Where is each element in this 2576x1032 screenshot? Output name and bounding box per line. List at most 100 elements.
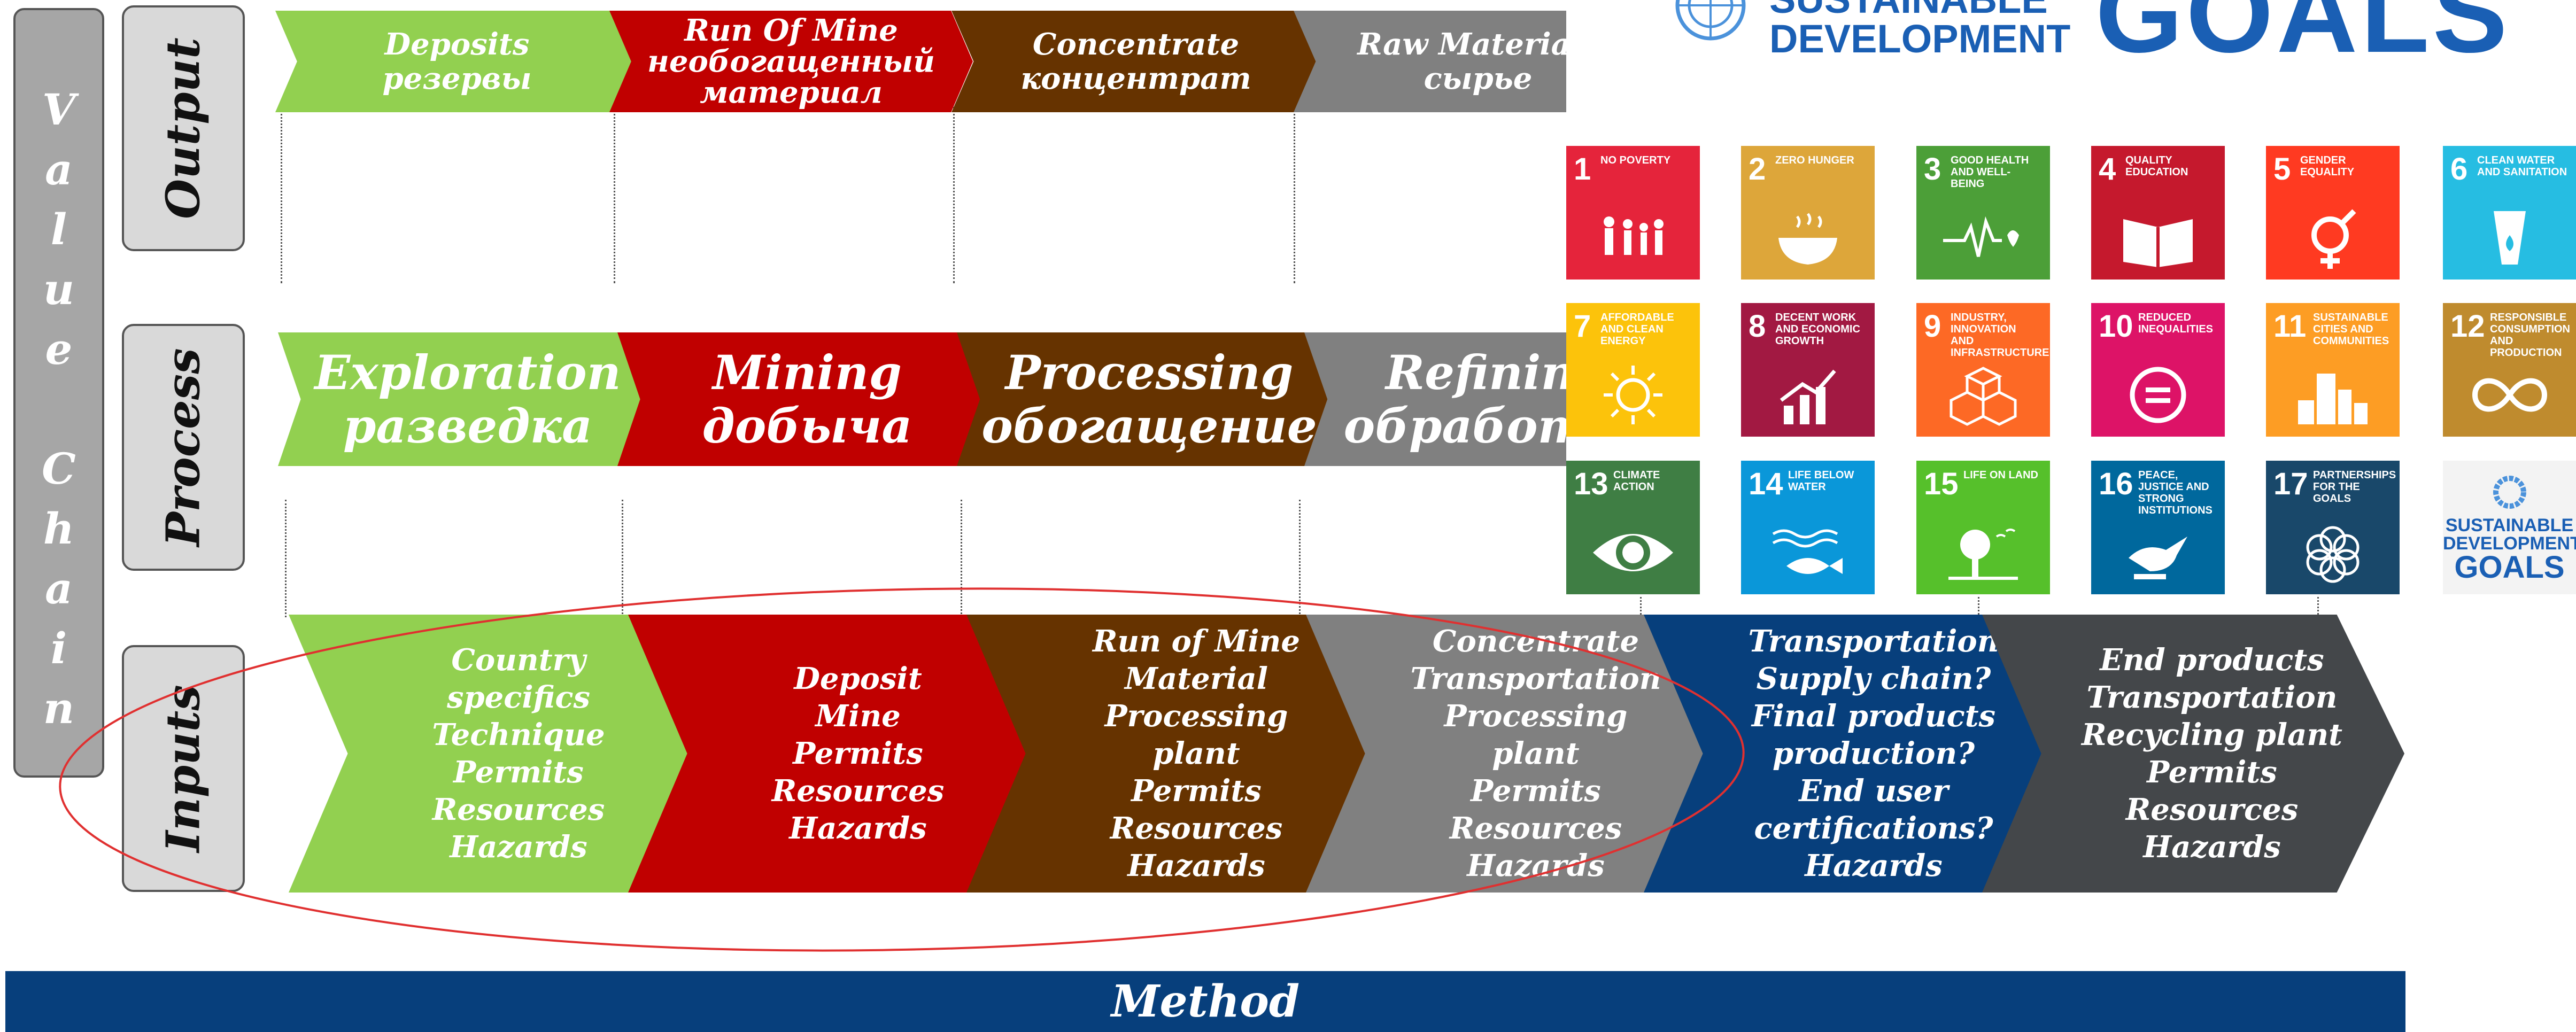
sdg-tile-13: 13Climate action — [1566, 461, 1700, 594]
sdg-wheel-icon — [2493, 476, 2526, 509]
sdg-tile-number: 3 — [1924, 152, 1941, 187]
sdg-tile-number: 2 — [1749, 152, 1766, 187]
sdg-tile-name: Decent work and economic growth — [1775, 312, 1860, 347]
method-label: Method — [1111, 976, 1300, 1027]
sdg-tile-14: 14Life below water — [1741, 461, 1875, 594]
connector-line — [953, 107, 955, 283]
sdg-tile-number: 8 — [1749, 309, 1766, 344]
value-chain-letter: e — [45, 324, 73, 374]
sdg-tile-name: Good health and well-being — [1951, 154, 2029, 190]
city-icon — [2298, 374, 2368, 424]
sdg-tile-name: Peace, justice and strong institutions — [2138, 469, 2213, 516]
connector-line — [1294, 107, 1295, 283]
bowl-icon — [1778, 213, 1837, 265]
sdg-tile-number: 5 — [2273, 152, 2291, 187]
sdg-header-line2: DEVELOPMENT — [1769, 17, 2071, 61]
sdg-tile-3: 3 Good health and well-being — [1916, 146, 2050, 280]
connector-line — [285, 500, 287, 617]
rings-icon — [2306, 526, 2360, 583]
sdg-tile-name: Zero hunger — [1775, 154, 1854, 166]
connector-line — [2317, 593, 2319, 615]
sun-icon — [1604, 366, 1662, 424]
output-chevron-text: Deposits резервы — [382, 27, 532, 96]
output-chevron-run-of-mine: Run Of Mine необогащенный материал — [609, 11, 973, 112]
sdg-header-line1: SUSTAINABLE — [1769, 0, 2069, 19]
sdg-tile-number: 4 — [2099, 152, 2116, 187]
sdg-tile-number: 13 — [1574, 467, 1608, 501]
eye-globe-icon — [1593, 534, 1673, 571]
growth-chart-icon — [1780, 369, 1836, 424]
value-chain-letter: C — [42, 444, 76, 494]
process-chevron-processing: Processing обогащение — [957, 332, 1342, 466]
sdg-tile-name: Responsible consumption and production — [2490, 312, 2570, 359]
sdg-header-text: SUSTAINABLE DEVELOPMENT — [1769, 0, 2071, 61]
process-chevron-text: Processing обогащение — [981, 345, 1317, 454]
tree-icon — [1948, 529, 2018, 580]
value-chain-letter: h — [43, 503, 75, 554]
process-chevron-exploration: Exploration разведка — [278, 332, 657, 466]
sdg-tile-7: 7Affordable and clean energy — [1566, 303, 1700, 437]
output-chevron-concentrate: Concentrate концентрат — [952, 11, 1320, 112]
connector-line — [1640, 593, 1642, 615]
sdg-tile-9: 9Industry, innovation and infrastructure — [1916, 303, 2050, 437]
value-chain-letter: a — [45, 144, 73, 195]
sdg-tile-number: 16 — [2099, 467, 2133, 501]
sdg-panel: SUSTAINABLE DEVELOPMENT GOALS 1No povert… — [1566, 0, 2576, 596]
inputs-chevron-text: Concentrate Transportation Processing pl… — [1410, 624, 1661, 883]
sdg-tile-number: 6 — [2450, 152, 2468, 187]
inputs-chevron-text: Run of Mine Material Processing plant Pe… — [1092, 624, 1300, 883]
inputs-chevron-concentrate: Concentrate Transportation Processing pl… — [1306, 615, 1728, 893]
sdg-tile-name: Quality education — [2125, 154, 2188, 178]
sdg-tile-number: 12 — [2450, 309, 2485, 344]
row-label-process: Process — [122, 324, 245, 571]
connector-line — [281, 107, 282, 283]
sdg-tile-name: Industry, innovation and infrastructure — [1951, 312, 2049, 359]
sdg-tile-8: 8 Decent work and economic growth — [1741, 303, 1875, 437]
sdg-tile-number: 14 — [1749, 467, 1783, 501]
sdg-tile-number: 11 — [2273, 309, 2307, 344]
inputs-chevron-text: End products Transportation Recycling pl… — [2081, 642, 2343, 865]
inputs-chevron-text: Deposit Mine Permits Resources Hazards — [771, 661, 945, 846]
inputs-chevron-run-of-mine: Run of Mine Material Processing plant Pe… — [966, 615, 1389, 893]
output-chevron-text: Concentrate концентрат — [1020, 27, 1251, 96]
inputs-chevron-end-products: End products Transportation Recycling pl… — [1982, 615, 2404, 893]
process-chevron-text: Mining добыча — [702, 345, 912, 454]
sdg-tile-number: 17 — [2273, 467, 2308, 501]
inputs-chevron-text: Country specifics Technique Permits Reso… — [432, 642, 605, 865]
sdg-tile-6: 6 Clean water and sanitation — [2443, 146, 2576, 280]
row-label-inputs: Inputs — [122, 645, 245, 892]
family-icon — [1604, 216, 1664, 255]
value-chain-letter: n — [43, 683, 75, 733]
process-chevron-text: Exploration разведка — [314, 345, 621, 454]
sdg-tile-name: Gender equality — [2300, 154, 2355, 178]
sdg-tile-number: 7 — [1574, 309, 1591, 344]
sdg-tile-10: 10Reduced inequalities — [2091, 303, 2225, 437]
value-chain-letter: u — [43, 264, 75, 314]
method-bar: Method — [5, 971, 2405, 1032]
sdg-tile-4: 4 Quality education — [2091, 146, 2225, 280]
sdg-tile-name: Clean water and sanitation — [2477, 154, 2567, 178]
sdg-tile-15: 15Life on land — [1916, 461, 2050, 594]
inputs-chevron-country: Country specifics Technique Permits Reso… — [289, 615, 711, 893]
inputs-chevron-text: Transportation Supply chain? Final produ… — [1748, 624, 1999, 883]
value-chain-letter: a — [45, 563, 73, 614]
process-chevron-mining: Mining добыча — [617, 332, 997, 466]
sdg-tile-5: 5 Gender equality — [2266, 146, 2400, 280]
sdg-tile-11: 11Sustainable cities and communities — [2266, 303, 2400, 437]
cubes-icon — [1950, 367, 2017, 426]
book-icon — [2123, 219, 2193, 267]
connector-line — [1299, 500, 1301, 617]
row-label-output: Output — [122, 5, 245, 251]
sdg-logo-line1: SUSTAINABLE — [2445, 515, 2574, 536]
output-chevron-deposits: Deposits резервы — [275, 11, 639, 112]
sdg-tile-1: 1No poverty — [1566, 146, 1700, 280]
sdg-logo-line3: GOALS — [2454, 550, 2565, 585]
sdg-tile-name: Sustainable cities and communities — [2313, 312, 2389, 347]
heartbeat-icon — [1943, 216, 2019, 257]
sdg-tile-name: Life below water — [1788, 469, 1854, 493]
inputs-chevron-transportation: Transportation Supply chain? Final produ… — [1644, 615, 2066, 893]
sdg-tile-number: 15 — [1924, 467, 1959, 501]
